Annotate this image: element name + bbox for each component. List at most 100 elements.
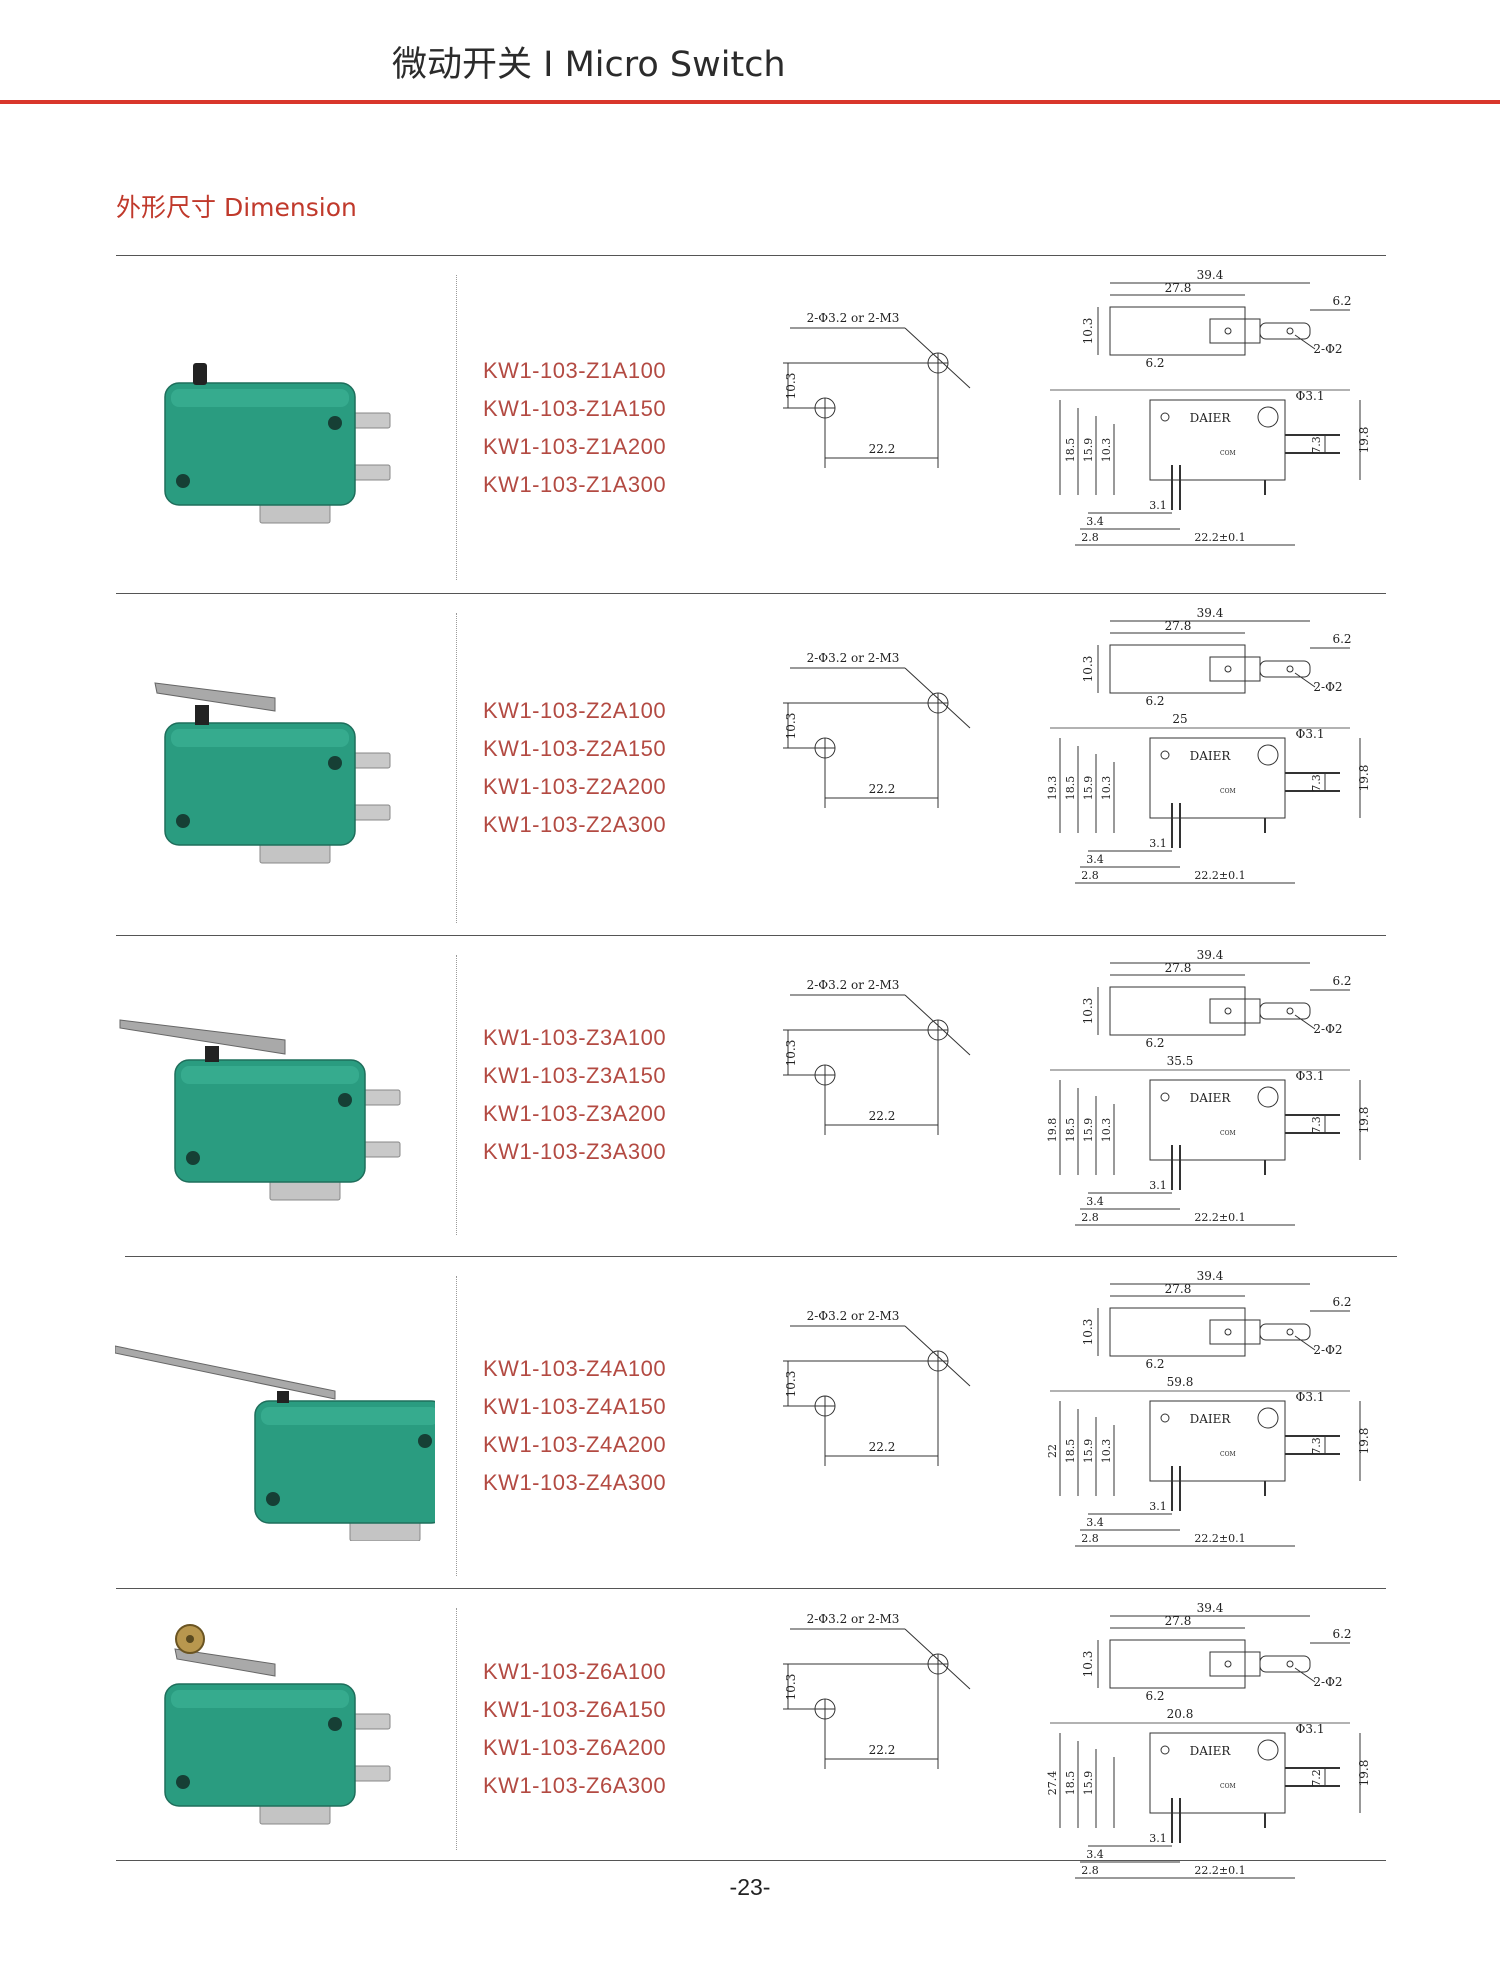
top-view-tab	[1259, 1655, 1311, 1673]
top-view-terminal	[1209, 998, 1261, 1024]
top-view-body	[1109, 1639, 1246, 1689]
dim-bottom-width: 6.2	[1145, 1357, 1164, 1371]
dim-overall-width: 39.4	[1197, 948, 1224, 962]
dim-d1: 3.1	[1149, 499, 1167, 512]
hole-icon	[1224, 1328, 1232, 1336]
dim-body-width: 27.8	[1165, 619, 1192, 633]
mount-hole	[418, 1434, 432, 1448]
dim-body-width: 27.8	[1165, 1614, 1192, 1628]
lever-arm	[154, 682, 276, 712]
dimension-drawing: 39.427.86.210.36.22-Φ220.8DAIERΦ3.1COM27…	[1046, 1601, 1371, 1879]
model-number: KW1-103-Z3A200	[483, 1101, 667, 1126]
mount-height-label: 10.3	[784, 1371, 798, 1398]
mount-height-label: 10.3	[784, 1674, 798, 1701]
dim-pin-hole: 2-Φ2	[1313, 680, 1342, 694]
column-separator	[456, 955, 457, 1235]
dim-height-h1: 18.5	[1064, 438, 1077, 463]
hole-icon	[1286, 1660, 1294, 1668]
side-mount-hole	[1257, 1739, 1279, 1761]
mount-pitch-label: 22.2	[869, 1743, 896, 1757]
top-view-tab	[1259, 1002, 1311, 1020]
dim-centre-distance: 22.2±0.1	[1194, 1864, 1245, 1877]
product-photo	[114, 1311, 481, 1546]
side-hole-icon	[1160, 1413, 1170, 1423]
mount-height-label: 10.3	[784, 372, 798, 399]
dim-d2: 3.4	[1086, 853, 1104, 866]
com-label: COM	[1220, 1451, 1236, 1458]
model-number: KW1-103-Z6A150	[483, 1697, 667, 1722]
mount-hole-label: 2-Φ3.2 or 2-M3	[807, 1309, 900, 1323]
product-photo	[115, 1614, 435, 1849]
mount-hole	[328, 415, 342, 430]
dim-d2: 3.4	[1086, 1848, 1104, 1861]
dim-height-h4: 19.8	[1046, 1118, 1059, 1143]
com-label: COM	[1220, 788, 1236, 795]
dim-centre-distance: 22.2±0.1	[1194, 1211, 1245, 1224]
dim-d1: 3.1	[1149, 837, 1167, 850]
dim-terminal-length: 6.2	[1332, 632, 1351, 646]
dim-d3: 2.8	[1081, 1864, 1099, 1877]
model-number: KW1-103-Z4A300	[483, 1470, 667, 1495]
dim-height-h4: 27.4	[1046, 1771, 1059, 1796]
dim-pin-hole: 2-Φ2	[1313, 342, 1342, 356]
dim-lever-length: 59.8	[1167, 1375, 1194, 1389]
section-title: 外形尺寸 Dimension	[116, 193, 357, 222]
mount-height-label: 10.3	[784, 1040, 798, 1067]
dim-terminal-spacing: 7.3	[1310, 1116, 1323, 1134]
brand-label: DAIER	[1190, 1744, 1232, 1758]
body-highlight	[171, 729, 349, 747]
dim-hole-diameter: Φ3.1	[1296, 1390, 1325, 1404]
dim-d3: 2.8	[1081, 869, 1099, 882]
dim-bottom-width: 6.2	[1145, 1036, 1164, 1050]
side-mount-hole	[1257, 744, 1279, 766]
top-view-terminal	[1209, 1651, 1261, 1677]
com-label: COM	[1220, 450, 1236, 457]
dimension-drawing: 39.427.86.210.36.22-Φ225DAIERΦ3.1COM19.3…	[1046, 606, 1371, 884]
dim-top-height: 10.3	[1081, 1651, 1095, 1678]
dim-terminal-length: 6.2	[1332, 1295, 1351, 1309]
model-number: KW1-103-Z2A150	[483, 736, 667, 761]
side-view-body	[1149, 399, 1286, 481]
mount-pitch-label: 22.2	[869, 782, 896, 796]
dim-centre-distance: 22.2±0.1	[1194, 1532, 1245, 1545]
dim-lever-length: 35.5	[1167, 1054, 1194, 1068]
dim-body-width: 27.8	[1165, 961, 1192, 975]
dim-body-width: 27.8	[1165, 1282, 1192, 1296]
dim-line	[1294, 1014, 1316, 1030]
row-divider	[125, 1256, 1397, 1257]
dim-body-width: 27.8	[1165, 281, 1192, 295]
dim-centre-distance: 22.2±0.1	[1194, 869, 1245, 882]
top-view-body	[1109, 986, 1246, 1036]
side-view-body	[1149, 1079, 1286, 1161]
dim-right-height: 19.8	[1357, 1107, 1371, 1134]
brand-label: DAIER	[1190, 411, 1232, 425]
top-view-tab	[1259, 1323, 1311, 1341]
mount-hole	[328, 1717, 342, 1731]
dim-height-h3: 10.3	[1100, 1118, 1113, 1143]
side-mount-hole	[1257, 1407, 1279, 1429]
dim-terminal-spacing: 7.3	[1310, 436, 1323, 454]
switch-body	[174, 1059, 366, 1183]
dim-overall-width: 39.4	[1197, 268, 1224, 282]
mount-pitch-label: 22.2	[869, 1109, 896, 1123]
dim-terminal-spacing: 7.2	[1310, 1769, 1323, 1787]
model-number: KW1-103-Z1A100	[483, 357, 667, 383]
model-number: KW1-103-Z3A300	[483, 1139, 667, 1164]
top-view-terminal	[1209, 1319, 1261, 1345]
dim-height-h1: 18.5	[1064, 1118, 1077, 1143]
mount-hole	[338, 1093, 352, 1107]
body-highlight	[261, 1407, 439, 1425]
side-hole-icon	[1160, 412, 1170, 422]
dim-right-height: 19.8	[1357, 765, 1371, 792]
